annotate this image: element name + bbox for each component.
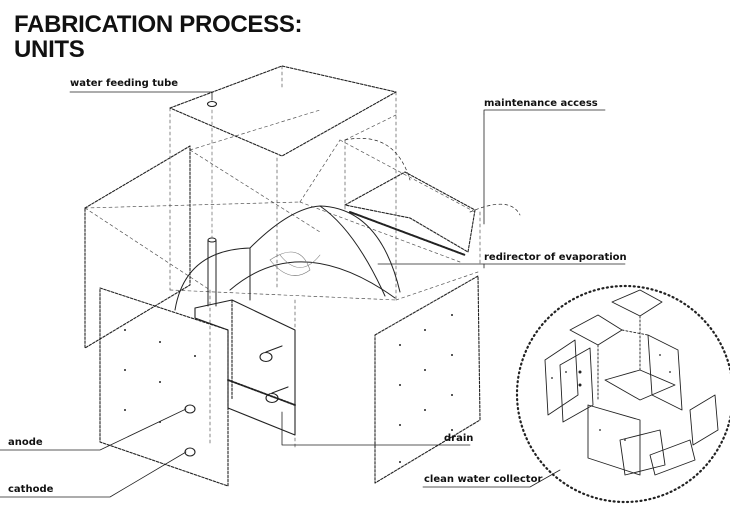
- label-anode: anode: [8, 437, 43, 448]
- water-inlet-hole: [206, 100, 218, 108]
- front-right-wall-panel: [374, 275, 481, 484]
- panel-dots: [124, 314, 453, 463]
- label-clean-water-collector: clean water collector: [424, 474, 543, 485]
- label-redirector-of-evaporation: redirector of evaporation: [484, 252, 627, 263]
- page-title: FABRICATION PROCESS: UNITS: [14, 11, 303, 63]
- label-water-feeding-tube: water feeding tube: [70, 78, 179, 89]
- maintenance-access-hatch: [344, 138, 521, 256]
- title-line-1: FABRICATION PROCESS:: [14, 11, 303, 38]
- inner-tank: [194, 299, 296, 436]
- label-maintenance-access: maintenance access: [484, 98, 598, 109]
- back-left-wall-panel: [84, 145, 191, 349]
- top-lid-panel: [169, 65, 397, 157]
- label-drain: drain: [444, 433, 474, 444]
- clean-water-collector-inset: [515, 284, 730, 504]
- water-feeding-tube: [207, 109, 217, 307]
- front-left-wall-panel: [99, 287, 229, 487]
- evaporation-redirector: [174, 205, 401, 311]
- label-cathode: cathode: [8, 484, 54, 495]
- leader-lines: [0, 91, 626, 498]
- title-line-2: UNITS: [14, 36, 85, 63]
